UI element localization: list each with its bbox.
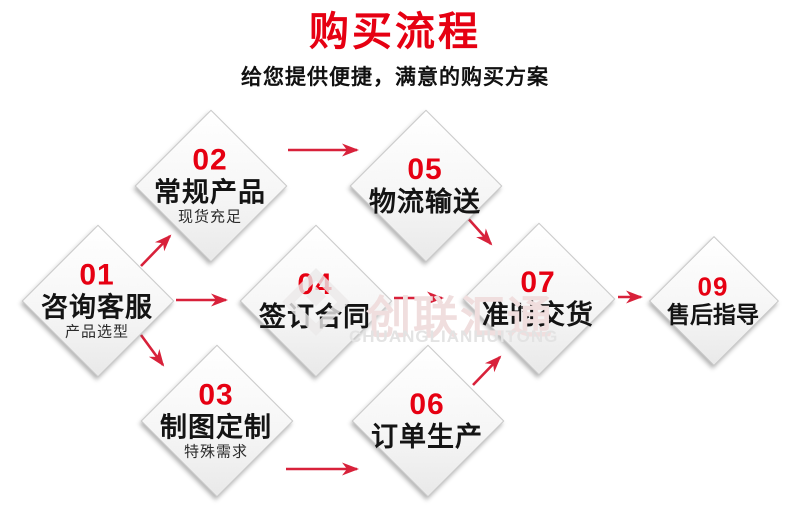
step-title: 咨询客服 [41,292,153,323]
step-title: 常规产品 [154,177,266,208]
step-title: 订单生产 [371,421,483,452]
step-subtitle: 现货充足 [177,208,242,226]
step-number: 03 [198,378,234,412]
diagram-header: 购买流程 给您提供便捷，满意的购买方案 [0,10,790,91]
step-number: 07 [520,266,556,300]
page-subtitle: 给您提供便捷，满意的购买方案 [241,66,549,89]
step-number: 04 [297,268,333,302]
step-subtitle: 产品选型 [64,323,129,341]
step-title: 物流输送 [369,186,481,217]
step-number: 05 [407,153,443,187]
step-title: 售后指导 [667,301,759,328]
step-number: 09 [697,271,729,302]
step-number: 02 [192,143,228,177]
step-number: 01 [79,258,115,292]
step-subtitle: 特殊需求 [183,443,248,461]
page-title: 购买流程 [309,10,481,54]
step-title: 制图定制 [160,412,272,443]
arrow-06-07 [472,355,502,386]
step-number: 06 [409,388,445,422]
step-title: 签订合同 [259,301,371,332]
step-title: 准时交货 [482,299,594,330]
